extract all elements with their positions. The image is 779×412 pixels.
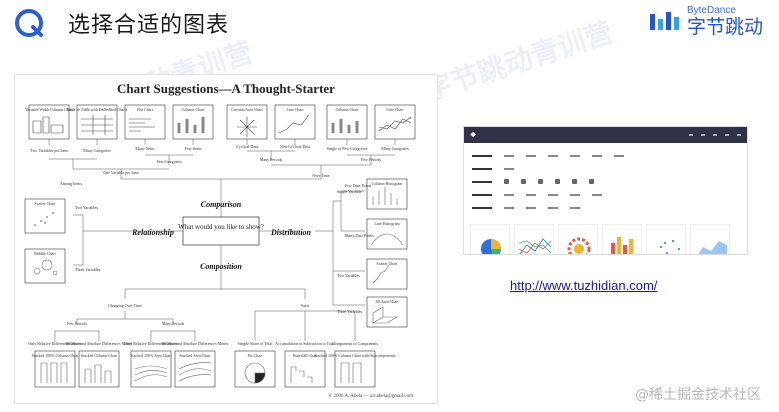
comp-chart-2: Stacked Column Chart	[81, 353, 118, 358]
comp-label-few-periods: Few Periods	[67, 321, 87, 326]
preview-logo-icon: ❖	[470, 132, 477, 139]
dist-chart-1: Column Histogram	[372, 181, 404, 186]
label-one-var: One Variable per Item	[103, 170, 139, 175]
preview-nav	[689, 134, 741, 136]
label-many-cats: Many Categories	[83, 148, 111, 153]
branch-comparison: Comparison	[201, 200, 242, 209]
preview-card-bars	[602, 224, 642, 254]
watermark: 字节跳动青训营	[420, 15, 617, 108]
top-box-3	[124, 104, 166, 140]
page-title: 选择合适的图表	[68, 13, 230, 38]
comp-chart-3: Stacked 100% Area Chart	[130, 353, 172, 358]
branch-relationship: Relationship	[131, 228, 174, 237]
comp-chart-1: Stacked 100% Column Chart	[32, 353, 80, 358]
top-chart-label-7: Column Chart	[336, 107, 360, 112]
dist-box-1	[366, 178, 408, 210]
label-many-periods: Many Periods	[260, 157, 283, 162]
comp-box-7	[334, 350, 376, 388]
brand-english: ByteDance	[686, 5, 736, 16]
brand-logo: ByteDance 字节跳动	[649, 6, 763, 37]
footer-watermark: @稀土掘金技术社区	[635, 387, 761, 403]
question-box	[182, 216, 260, 246]
bytedance-logo-icon	[649, 11, 679, 30]
chart-suggestions-diagram: Chart Suggestions—A Thought-Starter Vari…	[14, 74, 438, 404]
comp-label-rel-abs-2: Relative and Absolute Differences Matter	[162, 341, 229, 346]
top-chart-label-3: Bar Chart	[137, 107, 154, 112]
dist-label-few: Few Data Points	[345, 183, 372, 188]
rel-chart-1: Scatter Chart	[35, 201, 57, 206]
preview-card-area	[690, 224, 730, 254]
label-many-cats-2: Many Categories	[381, 146, 409, 151]
top-chart-label-2: Table or Table with Embedded Charts	[67, 107, 128, 112]
comp-label-simple-share: Simple Share of Total	[238, 341, 274, 346]
label-two-vars: Two Variables per Item	[30, 148, 68, 153]
comp-label-rel-abs-1: Relative and Absolute Differences Matter	[66, 341, 133, 346]
preview-card-scatter	[646, 224, 686, 254]
dist-label-two: Two Variables	[337, 273, 360, 278]
label-many-items: Many Items	[135, 146, 155, 151]
sheet-title: Chart Suggestions—A Thought-Starter	[117, 81, 335, 96]
comp-box-1	[34, 350, 76, 388]
comp-chart-7: Stacked 100% Column Chart with Subcompon…	[314, 353, 396, 358]
dist-chart-3: Scatter Chart	[377, 261, 399, 266]
dist-label-three: Three Variables	[337, 309, 363, 314]
comp-chart-5: Pie Chart	[248, 353, 264, 358]
comp-label-changing: Changing Over Time	[108, 303, 142, 308]
comp-label-static: Static	[300, 303, 309, 308]
app-logo-icon	[15, 9, 43, 37]
top-chart-label-1: Variable Width Column Chart	[25, 107, 74, 112]
comp-box-6	[284, 350, 326, 388]
preview-card-pie	[470, 224, 510, 254]
comp-chart-4: Stacked Area Chart	[179, 353, 211, 358]
preview-card-line	[514, 224, 554, 254]
top-chart-label-4: Column Chart	[182, 107, 206, 112]
brand-chinese: 字节跳动	[686, 16, 763, 38]
label-few-items: Few Items	[185, 146, 202, 151]
label-over-time: Over Time	[312, 173, 329, 178]
copyright: © 2006 A. Abela — a.v.abela@gmail.com	[328, 394, 413, 399]
question-line: What would you like to show?	[178, 223, 264, 231]
rel-chart-2: Bubble Chart	[34, 251, 56, 256]
rel-label-two: Two Variables	[75, 205, 98, 210]
chart-suggestions-svg: Variable Width Column Chart Table or Tab…	[24, 104, 416, 388]
label-single-few: Single or Few Categories	[327, 146, 368, 151]
comp-chart-6: Waterfall Chart	[293, 353, 319, 358]
dist-label-single: Single Variable	[337, 189, 362, 194]
top-box-7	[326, 104, 368, 140]
comp-label-many-periods: Many Periods	[162, 321, 185, 326]
top-chart-label-5: Circular Area Chart	[231, 107, 263, 112]
tuzhidian-link[interactable]: http://www.tuzhidian.com/	[510, 278, 658, 293]
rel-box-2	[24, 248, 66, 284]
comp-box-3	[130, 350, 172, 388]
preview-filter-rows	[464, 143, 747, 220]
comp-label-components: Components of Components	[332, 341, 378, 346]
branch-composition: Composition	[200, 262, 242, 271]
label-non-cyclical: Non-Cyclical Data	[280, 144, 310, 149]
label-few-periods: Few Periods	[361, 157, 381, 162]
dist-label-many: Many Data Points	[345, 233, 374, 238]
preview-chart-cards	[464, 224, 747, 254]
top-chart-label-8: Line Chart	[386, 107, 404, 112]
dashboard-preview: ❖	[463, 126, 748, 255]
rel-box-1	[24, 198, 66, 234]
preview-topbar: ❖	[464, 127, 747, 143]
comp-label-only-rel-2: Only Relative Differences Matter	[124, 341, 178, 346]
rel-label-three: Three Variables	[75, 267, 101, 272]
preview-card-radial	[558, 224, 598, 254]
label-among-items: Among Items	[60, 181, 82, 186]
top-box-2	[76, 104, 118, 140]
comp-label-accum: Accumulation or Subtraction to Total	[275, 341, 336, 346]
dist-box-4	[366, 296, 408, 328]
comp-label-only-rel-1: Only Relative Differences Matter	[28, 341, 82, 346]
label-few-categories: Few Categories	[157, 159, 182, 164]
dist-chart-4: 3D Area Chart	[375, 299, 399, 304]
branch-distribution: Distribution	[270, 228, 312, 237]
top-chart-label-6: Line Chart	[286, 107, 304, 112]
dist-box-3	[366, 258, 408, 290]
dist-chart-2: Line Histogram	[374, 221, 400, 226]
label-cyclical: Cyclical Data	[236, 144, 258, 149]
